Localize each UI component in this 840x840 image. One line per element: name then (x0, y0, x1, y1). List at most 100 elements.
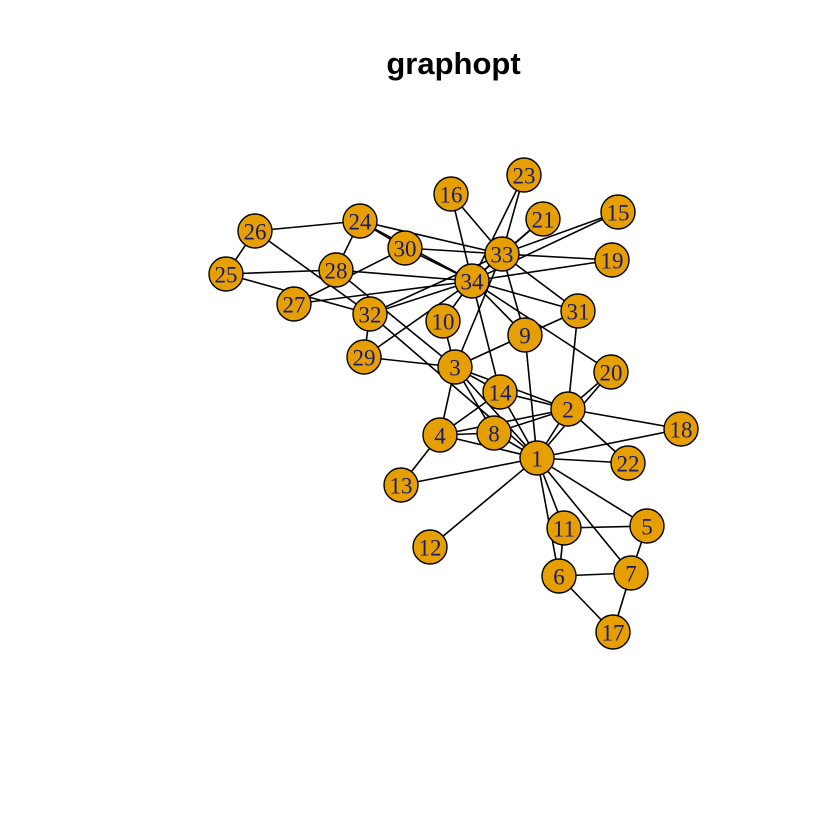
node-circle (525, 201, 561, 237)
edge-1-9 (524, 334, 538, 459)
node-label: 13 (390, 474, 413, 499)
node-label: 32 (359, 303, 382, 328)
node-7: 7 (613, 555, 649, 591)
node-9: 9 (507, 317, 543, 353)
node-label: 28 (325, 259, 348, 284)
node-label: 4 (434, 424, 446, 449)
node-circle (425, 303, 461, 339)
node-26: 26 (237, 213, 273, 249)
node-circle (613, 555, 649, 591)
edge-19-34 (471, 259, 613, 282)
node-circle (560, 293, 596, 329)
edge-3-33 (454, 253, 503, 368)
node-label: 17 (602, 621, 625, 646)
edge-1-13 (400, 457, 538, 486)
node-circle (276, 286, 312, 322)
node-17: 17 (595, 614, 631, 650)
node-circle (346, 339, 382, 375)
node-6: 6 (541, 558, 577, 594)
node-circle (507, 317, 543, 353)
node-circle (208, 256, 244, 292)
node-label: 16 (440, 183, 463, 208)
edge-31-34 (471, 280, 579, 312)
node-circle (593, 354, 629, 390)
node-label: 33 (491, 243, 514, 268)
node-28: 28 (318, 252, 354, 288)
node-label: 23 (513, 164, 536, 189)
edge-32-33 (369, 253, 503, 315)
node-circle (629, 508, 665, 544)
node-label: 18 (670, 418, 693, 443)
node-15: 15 (600, 194, 636, 230)
node-circle (482, 374, 518, 410)
node-11: 11 (546, 510, 582, 546)
edge-2-18 (567, 408, 682, 430)
node-circle (594, 242, 630, 278)
node-4: 4 (422, 417, 458, 453)
node-31: 31 (560, 293, 596, 329)
node-circle (383, 467, 419, 503)
node-circle (237, 213, 273, 249)
node-circle (318, 252, 354, 288)
node-19: 19 (594, 242, 630, 278)
node-21: 21 (525, 201, 561, 237)
node-label: 30 (394, 237, 417, 262)
node-circle (454, 263, 490, 299)
plot-title: graphopt (386, 46, 521, 81)
node-circle (595, 614, 631, 650)
node-circle (541, 558, 577, 594)
node-circle (506, 157, 542, 193)
edge-28-34 (335, 269, 473, 282)
node-25: 25 (208, 256, 244, 292)
node-circle (422, 417, 458, 453)
node-label: 27 (283, 293, 306, 318)
edge-1-7 (536, 457, 632, 574)
edge-32-34 (369, 280, 473, 315)
edge-29-34 (363, 280, 473, 358)
node-10: 10 (425, 303, 461, 339)
node-label: 25 (215, 263, 238, 288)
node-1: 1 (519, 440, 555, 476)
node-23: 23 (506, 157, 542, 193)
node-circle (519, 440, 555, 476)
node-circle (437, 349, 473, 385)
node-label: 7 (625, 562, 637, 587)
edge-1-6 (536, 457, 560, 577)
node-circle (610, 445, 646, 481)
node-14: 14 (482, 374, 518, 410)
node-22: 22 (610, 445, 646, 481)
node-label: 22 (617, 452, 640, 477)
node-circle (352, 296, 388, 332)
node-label: 14 (489, 381, 513, 406)
node-circle (476, 415, 512, 451)
node-label: 24 (349, 210, 373, 235)
node-circle (412, 529, 448, 565)
edge-20-34 (471, 280, 612, 373)
node-12: 12 (412, 529, 448, 565)
node-32: 32 (352, 296, 388, 332)
node-circle (484, 236, 520, 272)
edge-27-34 (293, 280, 473, 305)
edge-25-28 (225, 269, 337, 275)
node-27: 27 (276, 286, 312, 322)
node-label: 21 (532, 208, 555, 233)
node-16: 16 (433, 176, 469, 212)
node-label: 8 (488, 422, 500, 447)
node-circle (342, 203, 378, 239)
node-label: 31 (567, 300, 590, 325)
node-label: 26 (244, 220, 267, 245)
node-8: 8 (476, 415, 512, 451)
node-label: 29 (353, 346, 376, 371)
edge-1-5 (536, 457, 648, 527)
edge-1-18 (536, 428, 682, 459)
edge-1-12 (429, 457, 538, 548)
node-30: 30 (387, 230, 423, 266)
node-13: 13 (383, 467, 419, 503)
node-circle (663, 411, 699, 447)
node-label: 1 (531, 447, 543, 472)
node-circle (550, 391, 586, 427)
node-label: 20 (600, 361, 623, 386)
node-label: 15 (607, 201, 630, 226)
